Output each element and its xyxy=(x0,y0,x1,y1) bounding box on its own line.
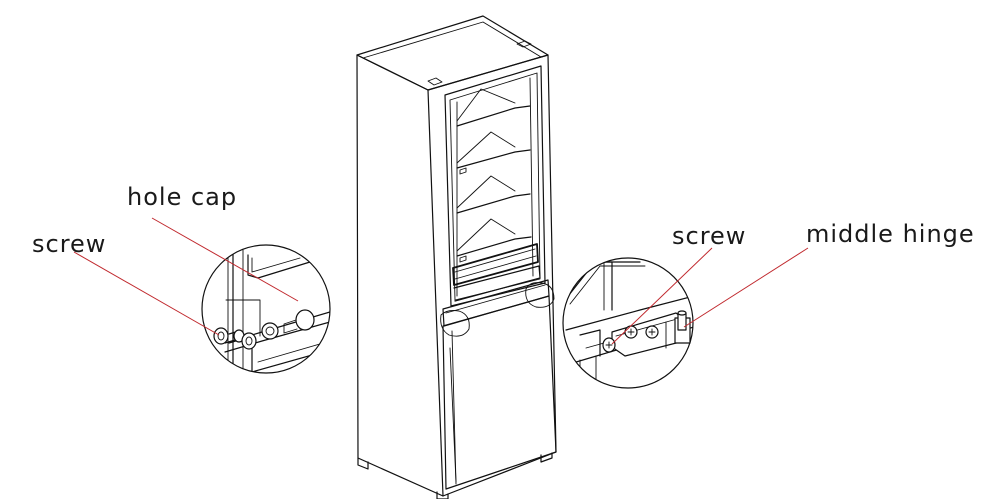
label-screw-right: screw xyxy=(672,222,746,250)
label-hole-cap: hole cap xyxy=(127,183,237,211)
foot-front xyxy=(436,491,449,499)
cabinet-side-panel xyxy=(356,54,444,497)
screw-right-detail xyxy=(602,325,659,353)
crisper-drawer xyxy=(452,243,541,302)
label-screw-left: screw xyxy=(32,230,106,258)
freezer-door xyxy=(442,295,557,490)
left-detail-view xyxy=(201,244,331,374)
right-detail-view xyxy=(562,257,694,389)
zoom-marker-left xyxy=(440,310,470,337)
callout-labels: hole cap screw screw middle hinge xyxy=(32,183,975,258)
foot-right xyxy=(540,452,553,463)
leader-screw-left xyxy=(73,251,220,336)
glass-shelves xyxy=(456,88,532,263)
refrigerator-illustration xyxy=(356,15,557,499)
foot-left xyxy=(357,457,369,470)
zoom-marker-right xyxy=(525,282,555,308)
fridge-compartment-opening xyxy=(444,65,546,307)
label-middle-hinge: middle hinge xyxy=(806,220,975,248)
leader-hole-cap xyxy=(151,217,299,302)
top-hinge xyxy=(516,40,532,48)
screw-left-detail xyxy=(213,327,245,345)
hole-cap-left-detail xyxy=(241,309,315,350)
leader-lines xyxy=(73,217,809,345)
leader-middle-hinge xyxy=(683,247,809,328)
cabinet-front-frame xyxy=(427,54,557,497)
leader-screw-right xyxy=(611,247,713,345)
